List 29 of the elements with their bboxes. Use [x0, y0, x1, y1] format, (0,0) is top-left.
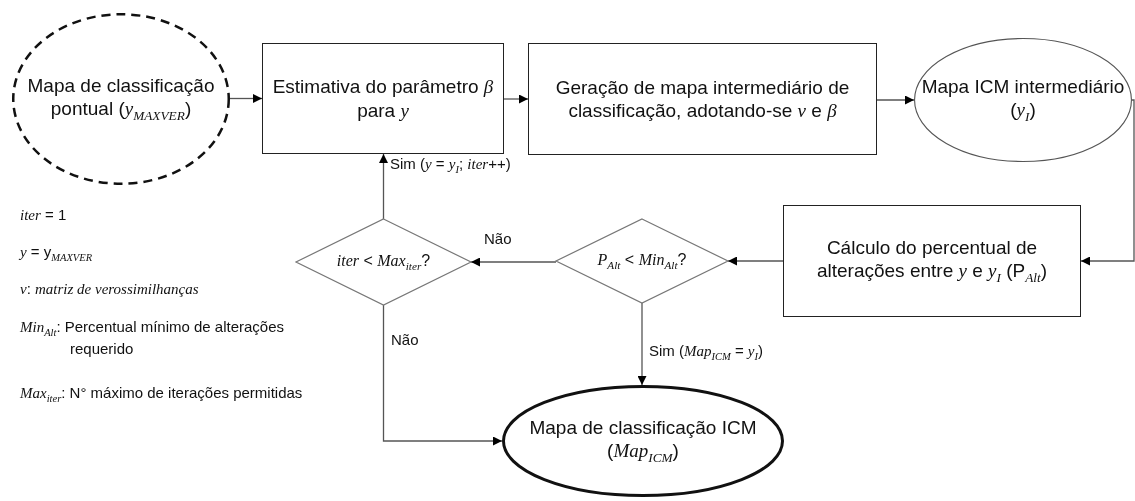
note-text: Max$_{iter}$: N° máximo de iterações permitidas [20, 384, 304, 406]
edge-label: Não [389, 331, 421, 348]
edge-label: Sim (y = y$_{I}$; iter++) [388, 155, 513, 175]
node-text: Cálculo do percentual de alterações entre y e y$_{I}$ (P$_{Alt}$) [815, 235, 1049, 287]
process-box [262, 43, 504, 154]
arrow [1080, 99, 1135, 266]
arrow [470, 257, 557, 267]
process-box [783, 205, 1081, 317]
node-text: Estimativa do parâmetro β para y [271, 75, 495, 122]
arrow [637, 302, 647, 386]
arrow [229, 94, 263, 103]
arrow [382, 304, 503, 446]
arrow [379, 153, 388, 220]
process-box [528, 43, 877, 155]
arrow [727, 256, 784, 266]
arrow [876, 95, 915, 105]
note-text: v: matriz de verossimilhanças [20, 280, 200, 298]
edge-label: Não [482, 230, 514, 247]
arrow [503, 94, 529, 104]
decision-text: iter < Max$_{iter}$? [335, 250, 432, 274]
node-text: Mapa de classificação ICM (Map$_{ICM}$) [528, 415, 758, 467]
node-text: Geração de mapa intermediário de classificação, adotando-se v e β [554, 75, 851, 123]
decision-text: P$_{Alt}$ < Min$_{Alt}$? [596, 249, 688, 273]
note-text: iter = 1 [20, 206, 68, 224]
node-text: Mapa de classificação pontual (y$_{MAXVER}$) [26, 73, 216, 125]
node-text: Mapa ICM intermediário (y$_{I}$) [920, 74, 1126, 126]
note-text: y = y$_{MAXVER}$ [20, 243, 94, 265]
edge-label: Sim (Map$_{ICM}$ = y$_{I}$) [647, 342, 766, 362]
note-text: Min$_{Alt}$: Percentual mínimo de alterações requerido [20, 318, 286, 358]
